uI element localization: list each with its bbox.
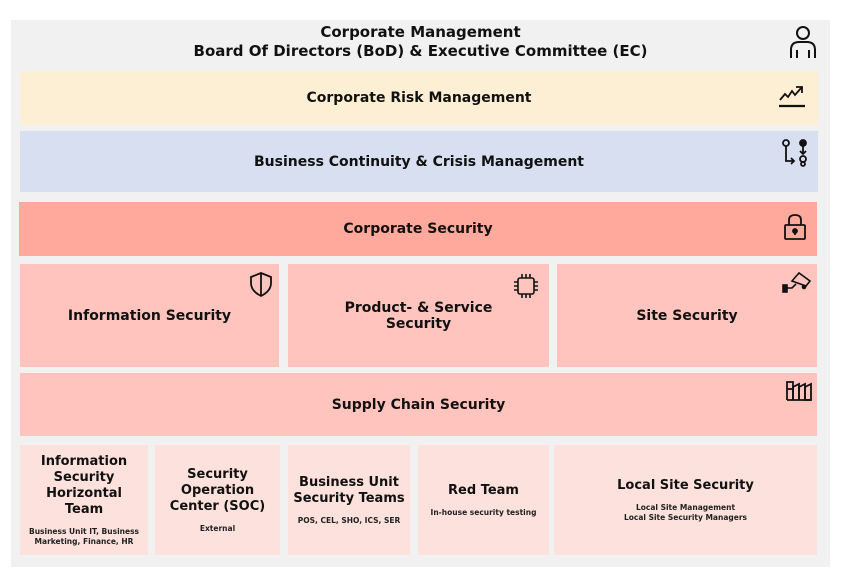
team-local-site-security: Local Site Security Local Site Managemen… [554,445,817,555]
chip-icon [513,273,539,299]
corporate-risk-management-block: Corporate Risk Management [20,71,818,125]
header-title: Corporate Management [320,23,521,41]
domain-label: Information Security [67,307,232,324]
team-red-team: Red Team In-house security testing [418,445,549,555]
person-icon [788,25,818,59]
team-business-unit-security: Business Unit Security Teams POS, CEL, S… [288,445,410,555]
org-diagram: Corporate Management Board Of Directors … [11,20,830,567]
domain-information-security: Information Security [20,264,279,367]
process-flow-icon [781,139,809,167]
team-sub: In-house security testing [430,507,537,517]
header-subtitle: Board Of Directors (BoD) & Executive Com… [193,42,648,60]
team-sub: Business Unit IT, Business Marketing, Fi… [29,526,139,546]
domain-label: Site Security [636,307,738,324]
team-soc: Security Operation Center (SOC) External [155,445,280,555]
factory-icon [786,379,812,401]
team-sub: External [199,523,236,533]
supply-chain-security-block: Supply Chain Security [20,373,817,436]
domain-label: Product- & Service Security [344,299,493,332]
team-information-security-horizontal: Information Security Horizontal Team Bus… [20,445,148,555]
team-sub-line-1: Local Site Management [635,502,736,512]
risk-label: Corporate Risk Management [306,90,532,106]
supply-chain-label: Supply Chain Security [331,396,506,413]
team-label: Red Team [448,482,519,498]
team-label: Information Security Horizontal Team [40,453,128,517]
shield-icon [249,271,273,297]
domain-product-service-security: Product- & Service Security [288,264,549,367]
corporate-management-header: Corporate Management Board Of Directors … [11,23,830,61]
team-sub-line-2: Local Site Security Managers [623,512,748,522]
corporate-security-label: Corporate Security [343,221,493,237]
corporate-security-block: Corporate Security [19,202,817,256]
bcm-label: Business Continuity & Crisis Management [254,153,584,170]
team-sub: POS, CEL, SHO, ICS, SER [297,515,401,525]
trend-chart-icon [778,84,806,108]
business-continuity-block: Business Continuity & Crisis Management [20,131,818,192]
domain-site-security: Site Security [557,264,817,367]
security-camera-icon [782,271,812,295]
team-label: Security Operation Center (SOC) [169,466,266,514]
team-label: Local Site Security [617,477,754,493]
padlock-icon [783,213,807,241]
team-label: Business Unit Security Teams [293,474,405,506]
